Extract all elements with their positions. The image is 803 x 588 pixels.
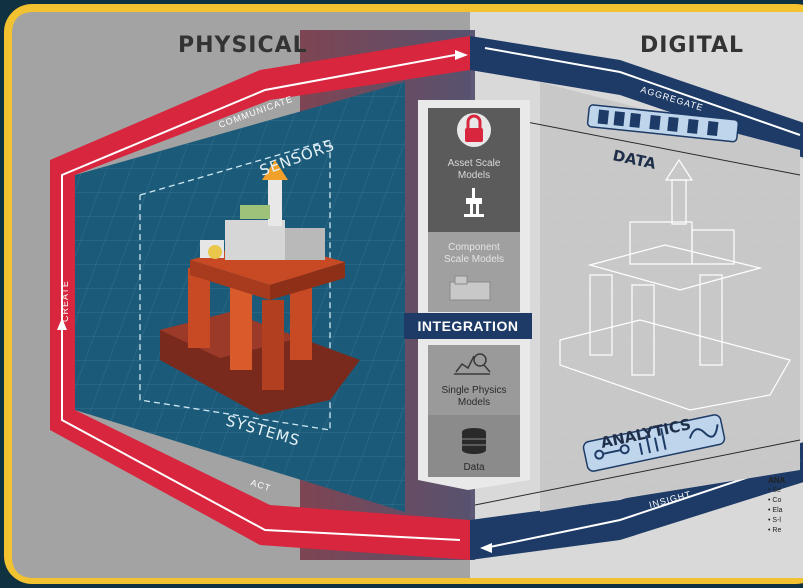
sensors-systems-boundary <box>139 139 331 431</box>
analytics-list-item: • S-l <box>768 517 781 524</box>
data-strip <box>586 104 740 143</box>
communicate-arrow <box>61 54 456 330</box>
database-icon <box>462 428 486 454</box>
physical-heading: PHYSICAL <box>178 33 308 58</box>
analytics-list-item: • Se <box>768 487 781 494</box>
analytics-list-item: • Co <box>768 497 782 504</box>
analytics-list-item: • Re <box>768 527 782 534</box>
analytics-list: ANA • Se • Co • Ela • S-l • Re <box>768 476 803 536</box>
create-label: CREATE <box>60 280 70 322</box>
integration-label: INTEGRATION <box>404 313 532 339</box>
oil-rig-illustration <box>160 160 360 415</box>
analytics-list-item: • Ela <box>768 507 783 514</box>
component-icon <box>449 275 491 301</box>
center-column <box>418 100 530 490</box>
digital-heading: DIGITAL <box>640 33 745 58</box>
chart-magnifier-icon <box>454 353 491 375</box>
digital-rig-wireframe <box>559 158 791 411</box>
platform-icon <box>464 188 484 217</box>
analytics-strip <box>582 414 726 472</box>
